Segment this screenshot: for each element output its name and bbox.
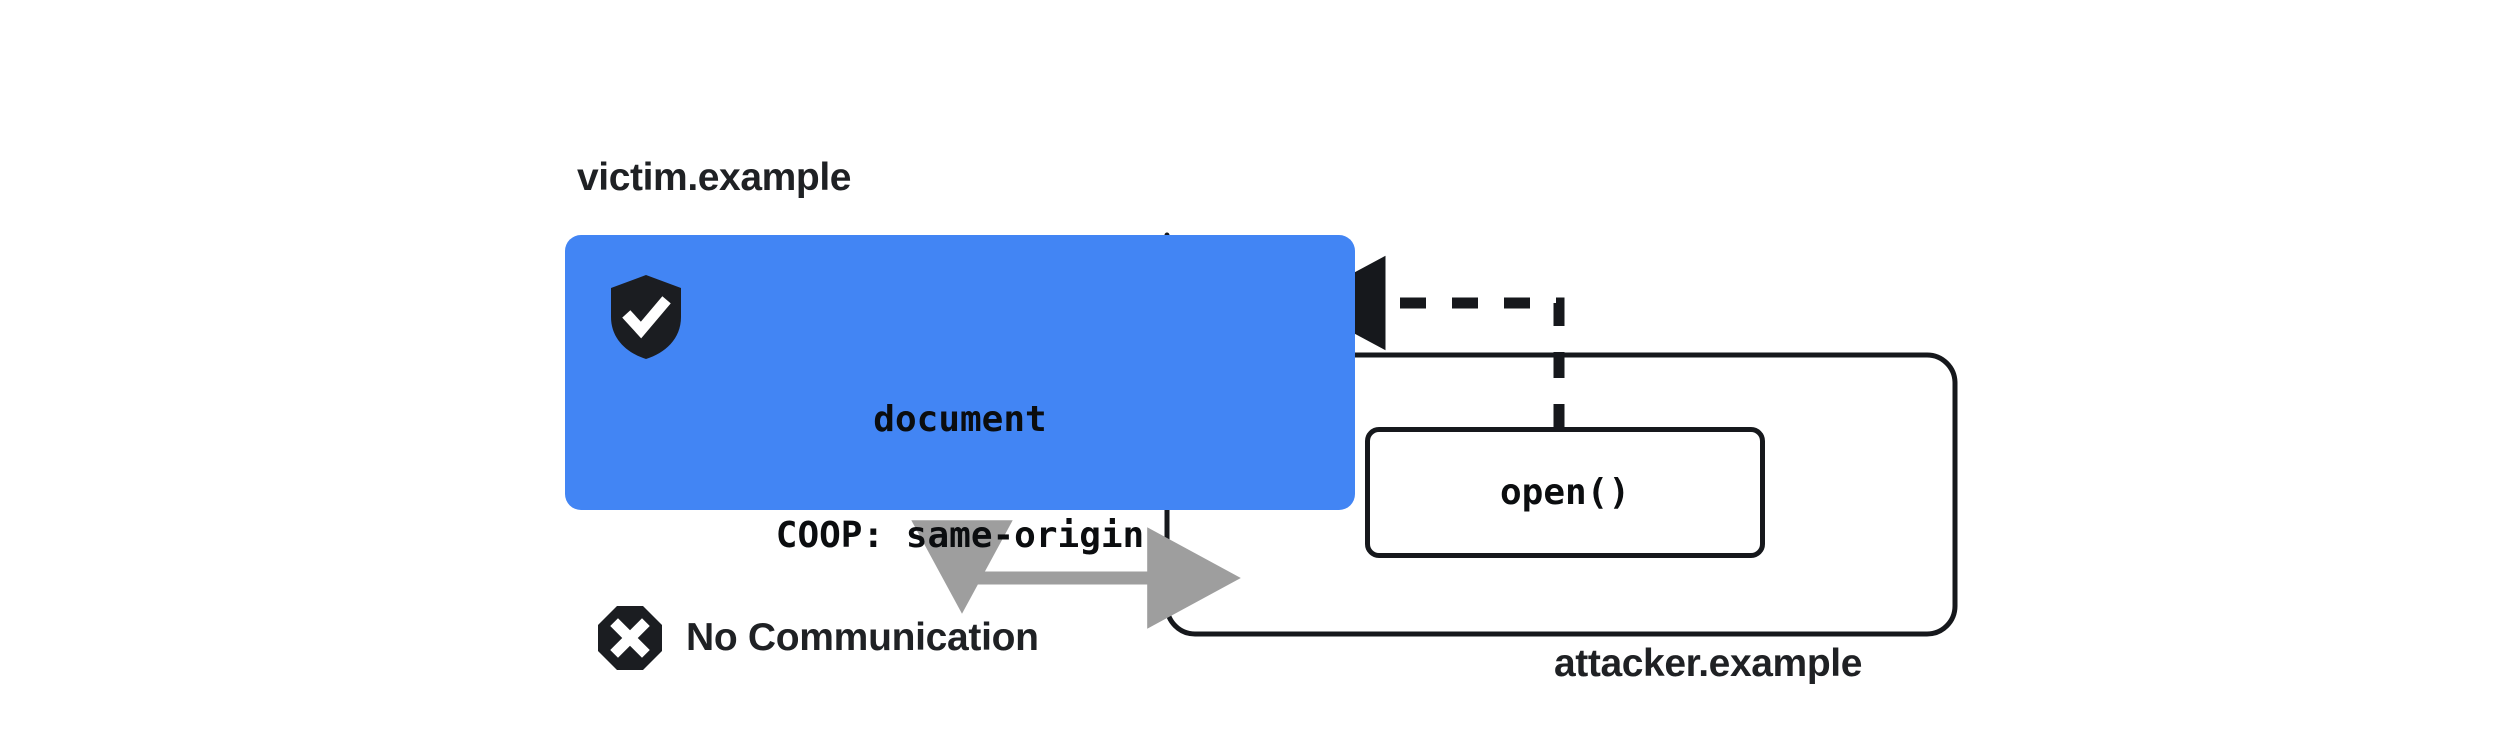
attacker-origin-label: attacker.example: [1554, 642, 1862, 685]
shield-check-icon: [611, 275, 681, 359]
open-call-box[interactable]: open(): [1365, 427, 1765, 558]
no-communication-label: No Communication: [686, 616, 1039, 659]
open-call-label: open(): [1499, 472, 1631, 513]
victim-document-text: document COOP: same-origin: [565, 323, 1355, 634]
open-call-arrow: [1297, 255, 1565, 430]
no-communication-group: No Communication: [596, 604, 1039, 672]
victim-origin-label: victim.example: [577, 156, 852, 199]
x-octagon-icon: [598, 606, 662, 670]
document-label: document: [873, 398, 1047, 440]
coop-header-label: COOP: same-origin: [775, 515, 1145, 557]
victim-document-card: document COOP: same-origin: [565, 235, 1355, 555]
